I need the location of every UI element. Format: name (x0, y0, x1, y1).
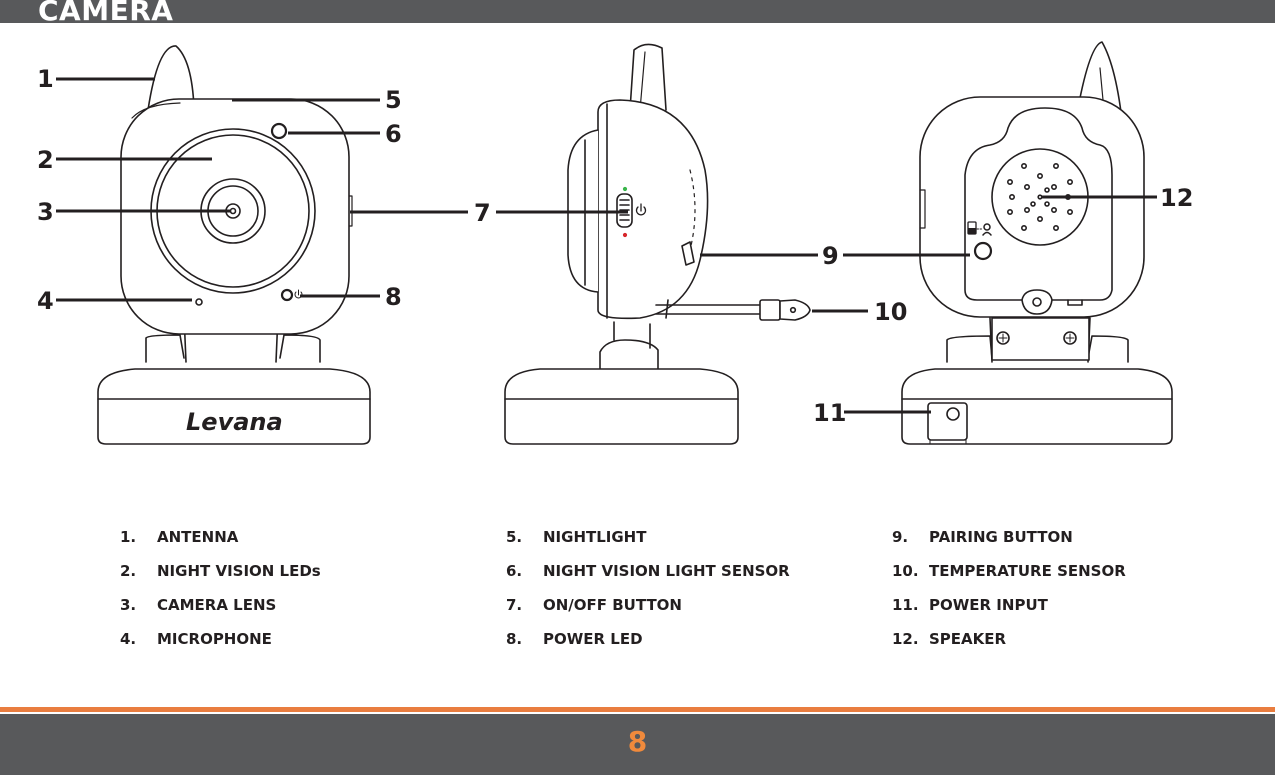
speaker-panel (964, 107, 1113, 301)
legend-label: POWER INPUT (929, 596, 1048, 614)
legend-item: 9. PAIRING BUTTON (892, 525, 1252, 559)
legend-number: 12. (892, 630, 919, 648)
pairing-button-side (681, 241, 695, 266)
legend-item: 4. MICROPHONE (120, 627, 480, 661)
footer-bar: 8 (0, 714, 1275, 775)
side-grip-back (919, 189, 926, 229)
legend-number: 4. (120, 630, 137, 648)
legend-item: 2. NIGHT VISION LEDs (120, 559, 480, 593)
callout-number-7: 7 (474, 199, 491, 227)
legend-number: 8. (506, 630, 523, 648)
legend-number: 10. (892, 562, 919, 580)
callout-number-12: 12 (1160, 184, 1193, 212)
legend-item: 10. TEMPERATURE SENSOR (892, 559, 1252, 593)
base-front (97, 368, 371, 445)
page-number: 8 (627, 725, 648, 758)
callout-number-8: 8 (385, 283, 402, 311)
header-bar: CAMERA (0, 0, 1275, 23)
callout-number-4: 4 (37, 287, 54, 315)
pairing-button (973, 241, 993, 261)
callout-number-3: 3 (37, 198, 54, 226)
legend-label: POWER LED (543, 630, 643, 648)
legend-item: 5. NIGHTLIGHT (506, 525, 866, 559)
antenna-front (147, 45, 195, 111)
footer-accent-line (0, 707, 1275, 712)
legend-column-1: 1. ANTENNA 2. NIGHT VISION LEDs 3. CAMERA L… (120, 525, 480, 661)
callout-number-1: 1 (37, 65, 54, 93)
legend-number: 7. (506, 596, 523, 614)
callout-number-9: 9 (822, 242, 839, 270)
legend-number: 1. (120, 528, 137, 546)
camera-front-view: Levana (97, 45, 371, 445)
legend-number: 2. (120, 562, 137, 580)
camera-side-view (504, 43, 811, 445)
callout-number-10: 10 (874, 298, 907, 326)
parts-legend: 1. ANTENNA 2. NIGHT VISION LEDs 3. CAMERA L… (0, 525, 1275, 665)
power-symbol-icon (635, 203, 647, 216)
legend-label: TEMPERATURE SENSOR (929, 562, 1126, 580)
legend-label: NIGHT VISION LIGHT SENSOR (543, 562, 790, 580)
page-title: CAMERA (38, 0, 174, 23)
camera-back-view (901, 41, 1173, 445)
antenna-side (629, 43, 667, 111)
microphone-hole (195, 298, 203, 306)
power-symbol-icon (294, 289, 303, 299)
legend-column-3: 9. PAIRING BUTTON 10. TEMPERATURE SENSOR 1… (892, 525, 1252, 661)
legend-number: 6. (506, 562, 523, 580)
legend-number: 11. (892, 596, 919, 614)
legend-label: PAIRING BUTTON (929, 528, 1073, 546)
base-back (901, 368, 1173, 445)
screw-boss (1021, 289, 1053, 315)
power-input-port (927, 402, 968, 441)
temperature-sensor-cable (655, 304, 761, 315)
legend-label: ON/OFF BUTTON (543, 596, 682, 614)
legend-label: MICROPHONE (157, 630, 272, 648)
callout-number-11: 11 (813, 399, 846, 427)
light-sensor (270, 122, 288, 140)
legend-item: 7. ON/OFF BUTTON (506, 593, 866, 627)
legend-column-2: 5. NIGHTLIGHT 6. NIGHT VISION LIGHT SENSOR… (506, 525, 866, 661)
legend-label: ANTENNA (157, 528, 239, 546)
legend-label: CAMERA LENS (157, 596, 277, 614)
legend-item: 11. POWER INPUT (892, 593, 1252, 627)
legend-item: 1. ANTENNA (120, 525, 480, 559)
base-side (504, 368, 739, 445)
callout-number-2: 2 (37, 146, 54, 174)
levana-logo: Levana (186, 408, 283, 436)
legend-label: NIGHTLIGHT (543, 528, 647, 546)
legend-item: 8. POWER LED (506, 627, 866, 661)
legend-number: 9. (892, 528, 909, 546)
camera-head-side (597, 99, 709, 320)
callout-number-6: 6 (385, 120, 402, 148)
legend-number: 3. (120, 596, 137, 614)
neck-side (599, 339, 659, 371)
legend-label: NIGHT VISION LEDs (157, 562, 321, 580)
legend-item: 3. CAMERA LENS (120, 593, 480, 627)
legend-item: 6. NIGHT VISION LIGHT SENSOR (506, 559, 866, 593)
power-led (280, 288, 294, 302)
legend-item: 12. SPEAKER (892, 627, 1252, 661)
callout-number-5: 5 (385, 86, 402, 114)
legend-number: 5. (506, 528, 523, 546)
camera-diagram: Levana (37, 41, 1193, 445)
legend-label: SPEAKER (929, 630, 1007, 648)
